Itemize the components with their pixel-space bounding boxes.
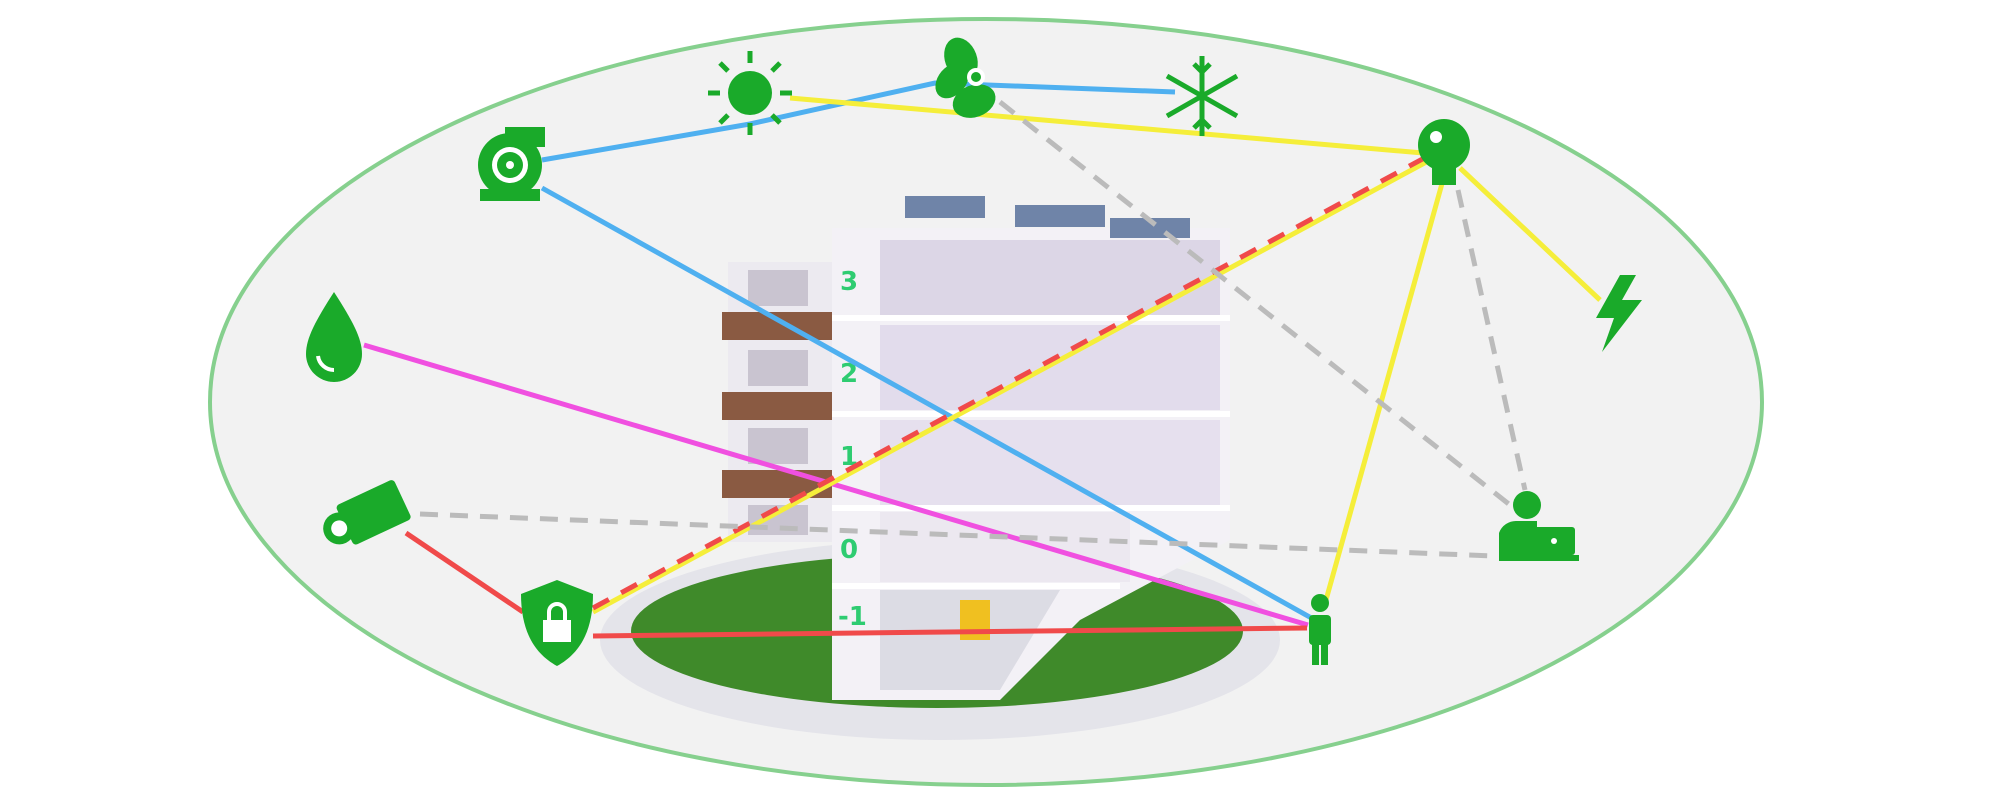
floor-label-2: 2 — [840, 359, 858, 389]
link-red-camera-shield — [404, 530, 525, 615]
sun-icon — [708, 51, 792, 135]
security-shield-icon — [521, 580, 593, 666]
floor-label-0: 0 — [840, 535, 858, 565]
link-yellow-shield-bulb — [591, 157, 1432, 615]
link-gray-fan-user — [998, 100, 1512, 507]
floor-label-minus-1: -1 — [838, 602, 867, 632]
link-yellow-bulb-lightning — [1458, 166, 1602, 302]
link-magenta-water-person — [363, 342, 1309, 628]
fan-icon — [935, 37, 996, 118]
link-yellow-sun-bulb — [789, 95, 1424, 156]
link-gray-bulb-user — [1455, 189, 1528, 491]
water-drop-icon — [306, 292, 362, 382]
lightning-icon — [1596, 275, 1642, 352]
link-yellow-bulb-person — [1323, 179, 1446, 601]
link-blue-turbine-person — [540, 185, 1317, 623]
camera-icon — [323, 480, 411, 545]
floor-label-3: 3 — [840, 267, 858, 297]
snowflake-icon — [1165, 56, 1239, 136]
user-laptop-icon — [1499, 491, 1579, 561]
connection-links — [363, 80, 1602, 639]
light-bulb-icon — [1418, 119, 1470, 185]
link-red-shield-person — [592, 625, 1308, 639]
turbine-icon — [478, 127, 545, 201]
person-icon — [1309, 594, 1331, 665]
